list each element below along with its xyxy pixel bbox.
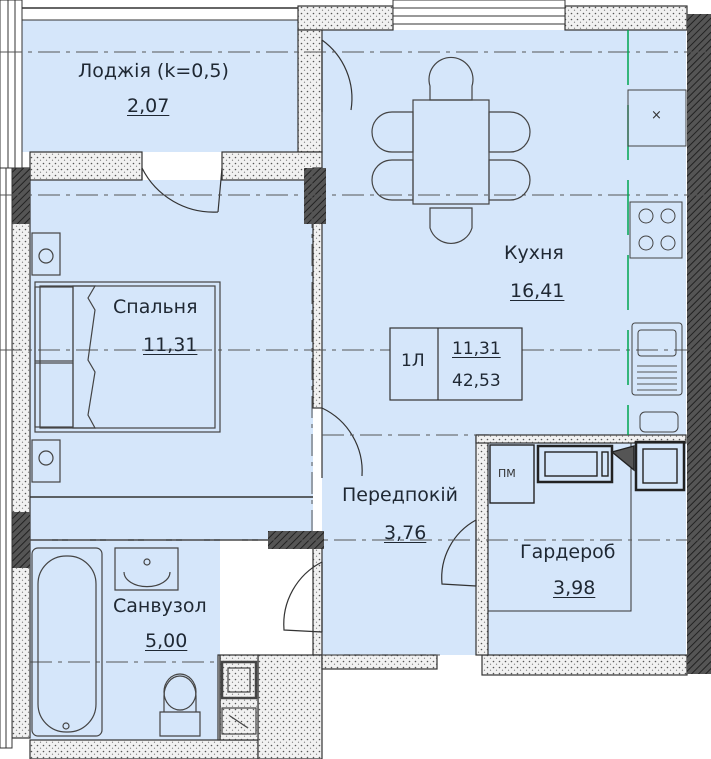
door-wardrobe [441, 519, 477, 587]
bathtub [31, 547, 103, 737]
room-area-bathroom: 5,00 [145, 630, 188, 652]
axis-lines [0, 51, 711, 663]
wall-bottom-hall [321, 654, 438, 670]
room-name-wardrobe: Гардероб [520, 541, 616, 563]
bathroom-fixtures [31, 547, 258, 737]
utility-cabinet [489, 444, 535, 504]
room-fills [22, 20, 686, 740]
boiler [634, 440, 686, 492]
wall-top-right [564, 5, 688, 31]
summary-total-area: 42,53 [452, 371, 501, 391]
room-area-kitchen: 16,41 [510, 280, 565, 302]
room-area-bedroom: 11,31 [143, 334, 198, 356]
summary-box [389, 327, 523, 401]
summary-living-area: 11,31 [452, 339, 501, 359]
room-area-wardrobe: 3,98 [553, 577, 596, 599]
wall-left [11, 167, 31, 739]
columns [12, 14, 711, 674]
wall-wardrobe-left [475, 434, 489, 656]
washing-machine [536, 444, 614, 484]
column-right [687, 14, 711, 674]
door-kitchen [321, 407, 363, 478]
column-left-mid [12, 512, 30, 568]
room-name-bedroom: Спальня [113, 296, 198, 318]
wall-loggia-side [297, 29, 323, 153]
bathroom-floor [30, 540, 220, 740]
kitchen-fixtures [627, 89, 687, 433]
toilet [159, 675, 201, 737]
bedroom-floor [30, 180, 313, 540]
dining-table [371, 56, 531, 244]
summary-room-count: 1Л [401, 351, 425, 371]
hall-floor [322, 435, 482, 655]
wall-top-kitchen [297, 5, 394, 31]
windows [0, 0, 566, 749]
window-kitchen [392, 0, 566, 25]
room-name-loggia: Лоджія (k=0,5) [78, 60, 229, 82]
room-name-bathroom: Санвузол [113, 595, 207, 617]
wardrobe-floor [482, 435, 686, 655]
kitchen-floor [322, 30, 686, 435]
wall-bottom [29, 739, 259, 759]
column-bedroom [304, 168, 326, 224]
bed [31, 232, 221, 483]
door-bathroom [283, 561, 323, 633]
doors [141, 39, 477, 633]
hood-mark: × [651, 108, 662, 123]
wall-partition-bath [312, 539, 323, 656]
wall-shaft-right [257, 654, 323, 759]
wardrobe-fixtures [489, 440, 686, 504]
column-left-top [12, 168, 30, 224]
loggia-floor [22, 20, 298, 152]
wall-bottom-wardrobe [481, 654, 688, 676]
wall-bedroom-top-a [29, 151, 143, 181]
washbasin [114, 547, 179, 591]
stove [629, 201, 683, 259]
room-area-hall: 3,76 [384, 522, 427, 544]
room-area-loggia: 2,07 [127, 95, 170, 117]
sink [631, 322, 683, 396]
door-bedroom [141, 167, 223, 213]
room-name-kitchen: Кухня [504, 242, 564, 264]
utility-cabinet-label: ПМ [498, 467, 516, 480]
walls [11, 5, 688, 759]
hood [627, 89, 687, 147]
room-name-hall: Передпокій [342, 484, 459, 506]
window-loggia [0, 0, 23, 169]
